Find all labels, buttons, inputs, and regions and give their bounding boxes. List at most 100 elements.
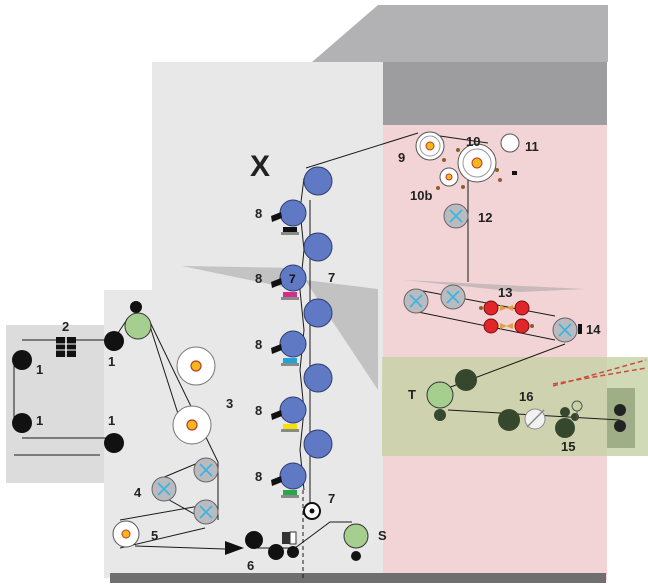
label-1a: 1: [36, 362, 43, 377]
ink-tray-cyan: [283, 358, 297, 363]
roller-s-small: [351, 551, 361, 561]
roller-1-left-top: [12, 350, 32, 370]
label-x: X: [250, 150, 270, 183]
impression-cylinder-2: [303, 232, 333, 262]
labels: X 1 1 1 1 2 3 4 5 6 7 7 8 8 8 8 8 9 10 1…: [36, 134, 601, 573]
web-path-5: [134, 545, 226, 550]
label-12: 12: [478, 210, 492, 225]
roller-1-right-bottom: [104, 433, 124, 453]
label-8b: 8: [255, 271, 262, 286]
dashed-red-lines: [552, 359, 647, 387]
label-8e: 8: [255, 469, 262, 484]
label-11: 11: [525, 139, 539, 154]
roller-15d: [571, 413, 579, 421]
ink-tray-green: [283, 490, 297, 495]
label-1d: 1: [108, 413, 115, 428]
splice-icon: [56, 337, 76, 357]
doctor-blades: [271, 212, 282, 486]
label-3: 3: [226, 396, 233, 411]
tray-bases: [281, 232, 299, 498]
beam-left: [182, 266, 298, 290]
label-1c: 1: [36, 413, 43, 428]
ink-tray-magenta: [283, 292, 297, 297]
reel-bottom-core: [186, 419, 198, 431]
roller-t: [426, 381, 454, 409]
arrow-icon: [225, 541, 244, 555]
guide-dots: [436, 148, 502, 190]
rollers-6: [245, 531, 299, 560]
cooling-rollers-4: [151, 457, 219, 525]
dryer-zone: [383, 125, 607, 580]
roller-15a: [498, 409, 520, 431]
reel-5: [112, 520, 140, 548]
label-7a: 7: [328, 270, 335, 285]
roller-t-dark: [455, 369, 477, 391]
floor-bar: [110, 573, 606, 583]
label-10b: 10b: [410, 188, 432, 203]
tower-mark-7: 7: [289, 272, 296, 286]
delivery-roller-b: [614, 420, 626, 432]
label-10: 10: [466, 134, 480, 149]
cutter-zone: [382, 357, 648, 456]
label-8a: 8: [255, 206, 262, 221]
feeder-area: [6, 325, 104, 483]
dashed-red-line-1: [552, 359, 647, 387]
roller-11: [500, 133, 520, 153]
label-8c: 8: [255, 337, 262, 352]
roof-block: [383, 62, 607, 125]
cutter-section: [426, 369, 626, 438]
label-13: 13: [498, 285, 512, 300]
ink-tray-yellow: [283, 424, 297, 429]
dryer-section: [403, 131, 582, 343]
small-knife: [571, 400, 583, 412]
label-1b: 1: [108, 354, 115, 369]
impression-cylinder-4: [303, 363, 333, 393]
reel-top-core: [190, 360, 202, 372]
roller-green-infeed: [124, 312, 152, 340]
plate-cylinder-4: [279, 396, 307, 424]
label-16: 16: [519, 389, 533, 404]
roller-t-small: [434, 409, 446, 421]
knife-icon: [524, 408, 546, 430]
label-6: 6: [247, 558, 254, 573]
roller-15b: [555, 418, 575, 438]
web-top: [305, 132, 489, 169]
roof-top: [312, 5, 608, 62]
plate-cylinder-3: [279, 330, 307, 358]
gripper-icon: [282, 531, 297, 545]
label-2: 2: [62, 319, 69, 334]
beam-right: [403, 280, 585, 292]
plate-cylinder-5: [279, 462, 307, 490]
impression-cylinder-3: [303, 298, 333, 328]
label-4: 4: [134, 485, 142, 500]
label-5: 5: [151, 528, 158, 543]
printing-tower: 7: [271, 166, 333, 498]
dryer-bracket: [512, 171, 517, 175]
label-14: 14: [586, 322, 601, 337]
label-8d: 8: [255, 403, 262, 418]
feeder-rollers: [12, 331, 124, 453]
dryer-rollers-13: [479, 300, 534, 334]
roller-s: [343, 523, 369, 549]
delivery-roller-a: [614, 404, 626, 416]
roller-7-lower: [303, 502, 321, 520]
roller-small-top: [130, 301, 142, 313]
plate-cylinder-2: [279, 264, 307, 292]
roller-15c: [560, 407, 570, 417]
sensor-14: [578, 324, 582, 334]
roller-1-left-bottom: [12, 413, 32, 433]
plate-cylinder-1: [279, 199, 307, 227]
ink-tray-black: [283, 227, 297, 232]
impression-cylinder-1: [303, 166, 333, 196]
delivery-box: [607, 388, 635, 448]
label-7b: 7: [328, 491, 335, 506]
label-15: 15: [561, 439, 575, 454]
web-loop-4: [119, 459, 206, 549]
reel-stand-3: [172, 346, 216, 445]
impression-cylinder-5: [303, 429, 333, 459]
label-t: T: [408, 387, 416, 402]
roller-1-right-top: [104, 331, 124, 351]
label-s: S: [378, 528, 387, 543]
label-9: 9: [398, 150, 405, 165]
